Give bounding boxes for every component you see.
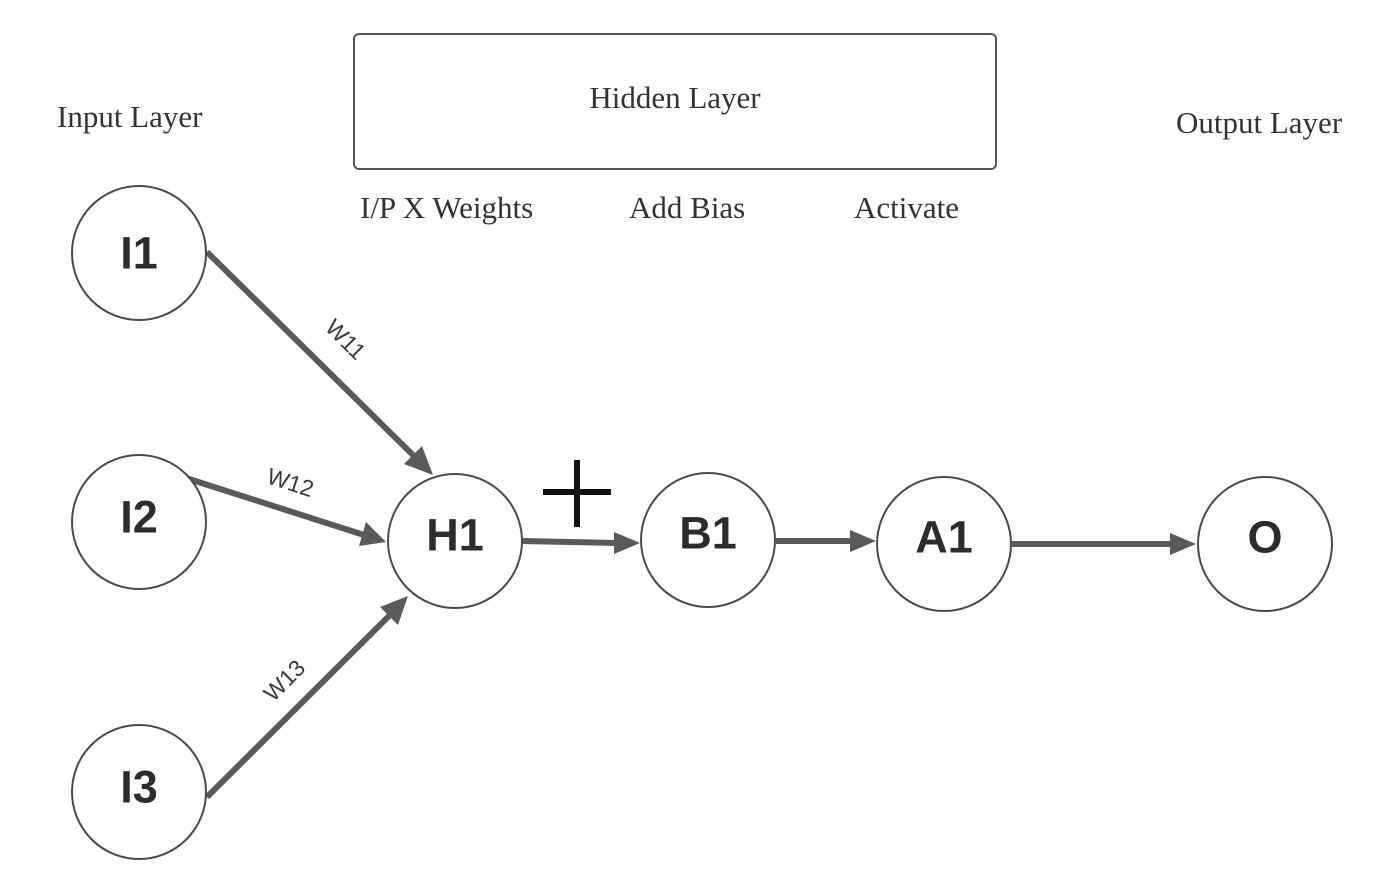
- edge-i1-h1: [204, 249, 421, 463]
- plus-icon: [543, 460, 611, 527]
- edge-h1-b1: [521, 538, 618, 546]
- node-a1: A1: [876, 476, 1012, 612]
- node-h1: H1: [387, 473, 523, 609]
- node-i3-label: I3: [120, 762, 158, 813]
- weight-label-w11: W11: [320, 314, 371, 365]
- edge-i3-h1: [204, 609, 396, 800]
- edge-i2-h1: [185, 475, 365, 538]
- hidden-layer-title: Hidden Layer: [589, 80, 761, 115]
- node-i2: I2: [71, 454, 207, 590]
- node-i1-label: I1: [120, 228, 158, 279]
- step-activate-label: Activate: [854, 190, 959, 225]
- hidden-layer-box: [353, 33, 997, 170]
- node-i1: I1: [71, 185, 207, 321]
- arrowhead-i2-h1: [359, 522, 386, 546]
- weight-label-w12: W12: [264, 463, 317, 502]
- arrowhead-a1-o: [1170, 533, 1196, 555]
- node-i2-label: I2: [120, 492, 158, 543]
- arrowhead-b1-a1: [850, 530, 876, 552]
- node-b1-label: B1: [679, 508, 737, 559]
- step-weights-label: I/P X Weights: [360, 190, 533, 225]
- node-a1-label: A1: [915, 512, 973, 563]
- arrowhead-i1-h1: [404, 446, 433, 475]
- output-layer-title: Output Layer: [1176, 105, 1343, 140]
- step-bias-label: Add Bias: [629, 190, 745, 225]
- node-o-label: O: [1247, 512, 1282, 563]
- input-layer-title: Input Layer: [57, 99, 203, 134]
- node-i3: I3: [71, 724, 207, 860]
- arrowhead-i3-h1: [380, 596, 408, 625]
- node-o: O: [1197, 476, 1333, 612]
- arrowhead-h1-b1: [614, 532, 640, 554]
- node-h1-label: H1: [426, 510, 484, 561]
- node-b1: B1: [640, 472, 776, 608]
